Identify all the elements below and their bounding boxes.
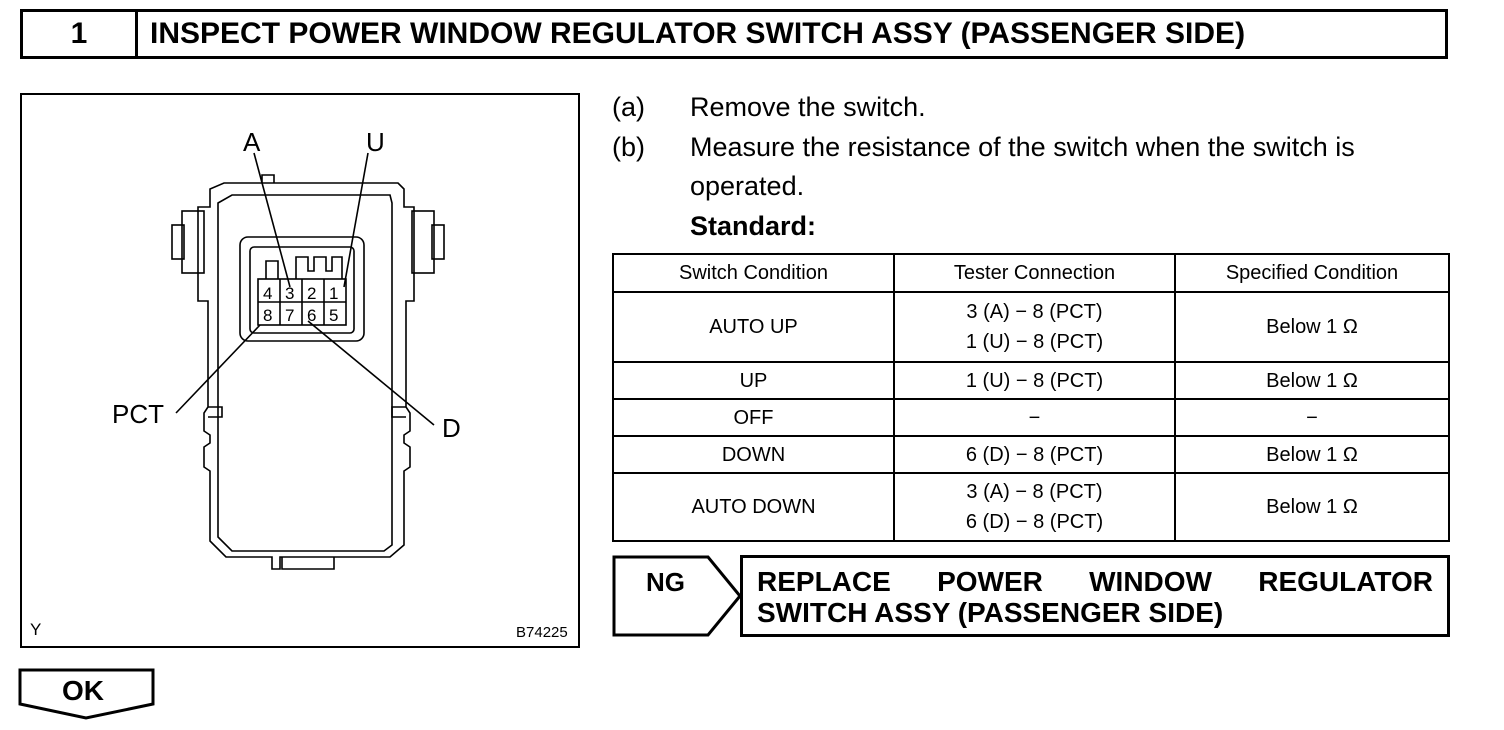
pin-7: 7 xyxy=(285,306,295,325)
specified-condition: Below 1 Ω xyxy=(1174,291,1450,363)
pin-2: 2 xyxy=(307,284,317,303)
label-u: U xyxy=(366,127,385,157)
step-text-line1: Measure the resistance of the switch whe… xyxy=(690,132,1355,162)
table-row: AUTO DOWN 3 (A) − 8 (PCT) 6 (D) − 8 (PCT… xyxy=(612,472,1450,542)
section-number: 1 xyxy=(23,12,138,56)
step-key: (a) xyxy=(612,92,645,122)
ng-arrow-icon xyxy=(612,555,742,637)
standard-label: Standard: xyxy=(690,211,817,241)
ng-word: WINDOW xyxy=(1089,566,1212,597)
figure-code: B74225 xyxy=(516,624,568,641)
specified-condition: Below 1 Ω xyxy=(1174,361,1450,400)
table-header-row: Switch Condition Tester Connection Speci… xyxy=(612,253,1450,293)
label-pct: PCT xyxy=(112,399,164,429)
table-row: UP 1 (U) − 8 (PCT) Below 1 Ω xyxy=(612,361,1450,400)
connection-line: 1 (U) − 8 (PCT) xyxy=(965,331,1104,353)
ng-label: NG xyxy=(646,567,685,597)
switch-diagram xyxy=(171,152,445,570)
figure-corner-mark: Y xyxy=(30,620,42,639)
column-header: Specified Condition xyxy=(1174,253,1450,293)
switch-condition: UP xyxy=(612,361,895,400)
tester-connection: 3 (A) − 8 (PCT) 1 (U) − 8 (PCT) xyxy=(893,291,1176,363)
tester-connection: 1 (U) − 8 (PCT) xyxy=(893,361,1176,400)
table-row: AUTO UP 3 (A) − 8 (PCT) 1 (U) − 8 (PCT) … xyxy=(612,291,1450,363)
connection-line: 6 (D) − 8 (PCT) xyxy=(965,511,1104,533)
pin-3: 3 xyxy=(285,284,295,303)
ok-label: OK xyxy=(62,675,104,706)
switch-condition: AUTO DOWN xyxy=(612,472,895,542)
specified-condition: − xyxy=(1174,398,1450,437)
step-key: (b) xyxy=(612,132,645,162)
step-text: Remove the switch. xyxy=(690,92,926,122)
connection-line: 3 (A) − 8 (PCT) xyxy=(966,301,1103,323)
pin-6: 6 xyxy=(307,306,317,325)
pin-5: 5 xyxy=(329,306,339,325)
spec-table: Switch Condition Tester Connection Speci… xyxy=(612,253,1450,542)
table-row: DOWN 6 (D) − 8 (PCT) Below 1 Ω xyxy=(612,435,1450,474)
ok-arrow-icon xyxy=(18,668,155,720)
section-title: INSPECT POWER WINDOW REGULATOR SWITCH AS… xyxy=(150,17,1246,50)
tester-connection: 3 (A) − 8 (PCT) 6 (D) − 8 (PCT) xyxy=(893,472,1176,542)
section-header: 1 INSPECT POWER WINDOW REGULATOR SWITCH … xyxy=(20,9,1448,59)
column-header: Tester Connection xyxy=(893,253,1176,293)
label-a: A xyxy=(243,127,261,157)
connector-illustration: 4 3 2 1 8 7 6 5 A U PCT D Y B74225 xyxy=(20,93,580,648)
tester-connection: 6 (D) − 8 (PCT) xyxy=(893,435,1176,474)
ng-word: POWER xyxy=(937,566,1043,597)
pin-4: 4 xyxy=(263,284,273,303)
connection-line: 3 (A) − 8 (PCT) xyxy=(966,481,1103,503)
label-d: D xyxy=(442,413,461,443)
pin-1: 1 xyxy=(329,284,339,303)
ng-word: REPLACE xyxy=(757,566,891,597)
switch-condition: OFF xyxy=(612,398,895,437)
specified-condition: Below 1 Ω xyxy=(1174,435,1450,474)
switch-condition: DOWN xyxy=(612,435,895,474)
ng-action-box: REPLACE POWER WINDOW REGULATOR SWITCH AS… xyxy=(740,555,1450,637)
ng-action-line1: REPLACE POWER WINDOW REGULATOR xyxy=(757,566,1433,597)
ng-action-line2: SWITCH ASSY (PASSENGER SIDE) xyxy=(757,597,1224,628)
tester-connection: − xyxy=(893,398,1176,437)
specified-condition: Below 1 Ω xyxy=(1174,472,1450,542)
step-text-line2: operated. xyxy=(690,171,805,201)
column-header: Switch Condition xyxy=(612,253,895,293)
ng-word: REGULATOR xyxy=(1258,566,1433,597)
pin-8: 8 xyxy=(263,306,273,325)
table-row: OFF − − xyxy=(612,398,1450,437)
step-b: (b) Measure the resistance of the switch… xyxy=(612,132,1452,201)
switch-condition: AUTO UP xyxy=(612,291,895,363)
